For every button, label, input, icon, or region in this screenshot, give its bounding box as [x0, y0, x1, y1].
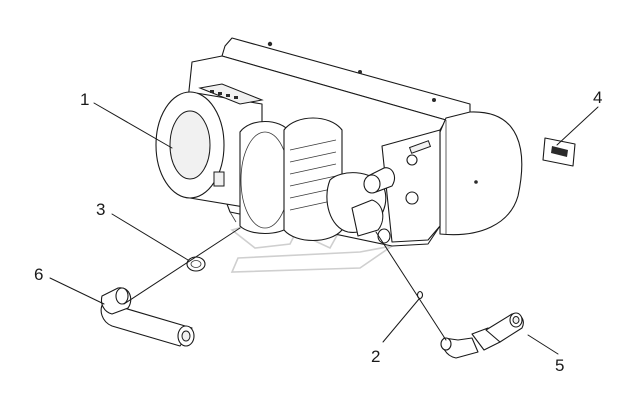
- callout-5: 5: [555, 356, 564, 375]
- callout-3: 3: [96, 200, 105, 219]
- callout-1: 1: [80, 90, 89, 109]
- control-panel: [198, 83, 264, 105]
- leader-lines: [49, 102, 599, 355]
- callout-2: 2: [371, 347, 380, 366]
- front-panel: [381, 129, 441, 243]
- callout-labels: 1 2 3 4 5 6: [34, 88, 602, 375]
- radiator-core-a: [239, 121, 291, 235]
- o-ring-seal: [186, 256, 206, 272]
- callout-4: 4: [593, 88, 602, 107]
- housing-end-cap: [439, 111, 523, 236]
- callout-6: 6: [34, 265, 43, 284]
- pipe-fitting-lower: [351, 199, 384, 237]
- elbow-fitting: [440, 312, 524, 359]
- elbow-hose: [100, 287, 195, 347]
- label-plate: [542, 137, 576, 167]
- small-clip: [416, 290, 424, 300]
- heater-unit: [155, 37, 523, 247]
